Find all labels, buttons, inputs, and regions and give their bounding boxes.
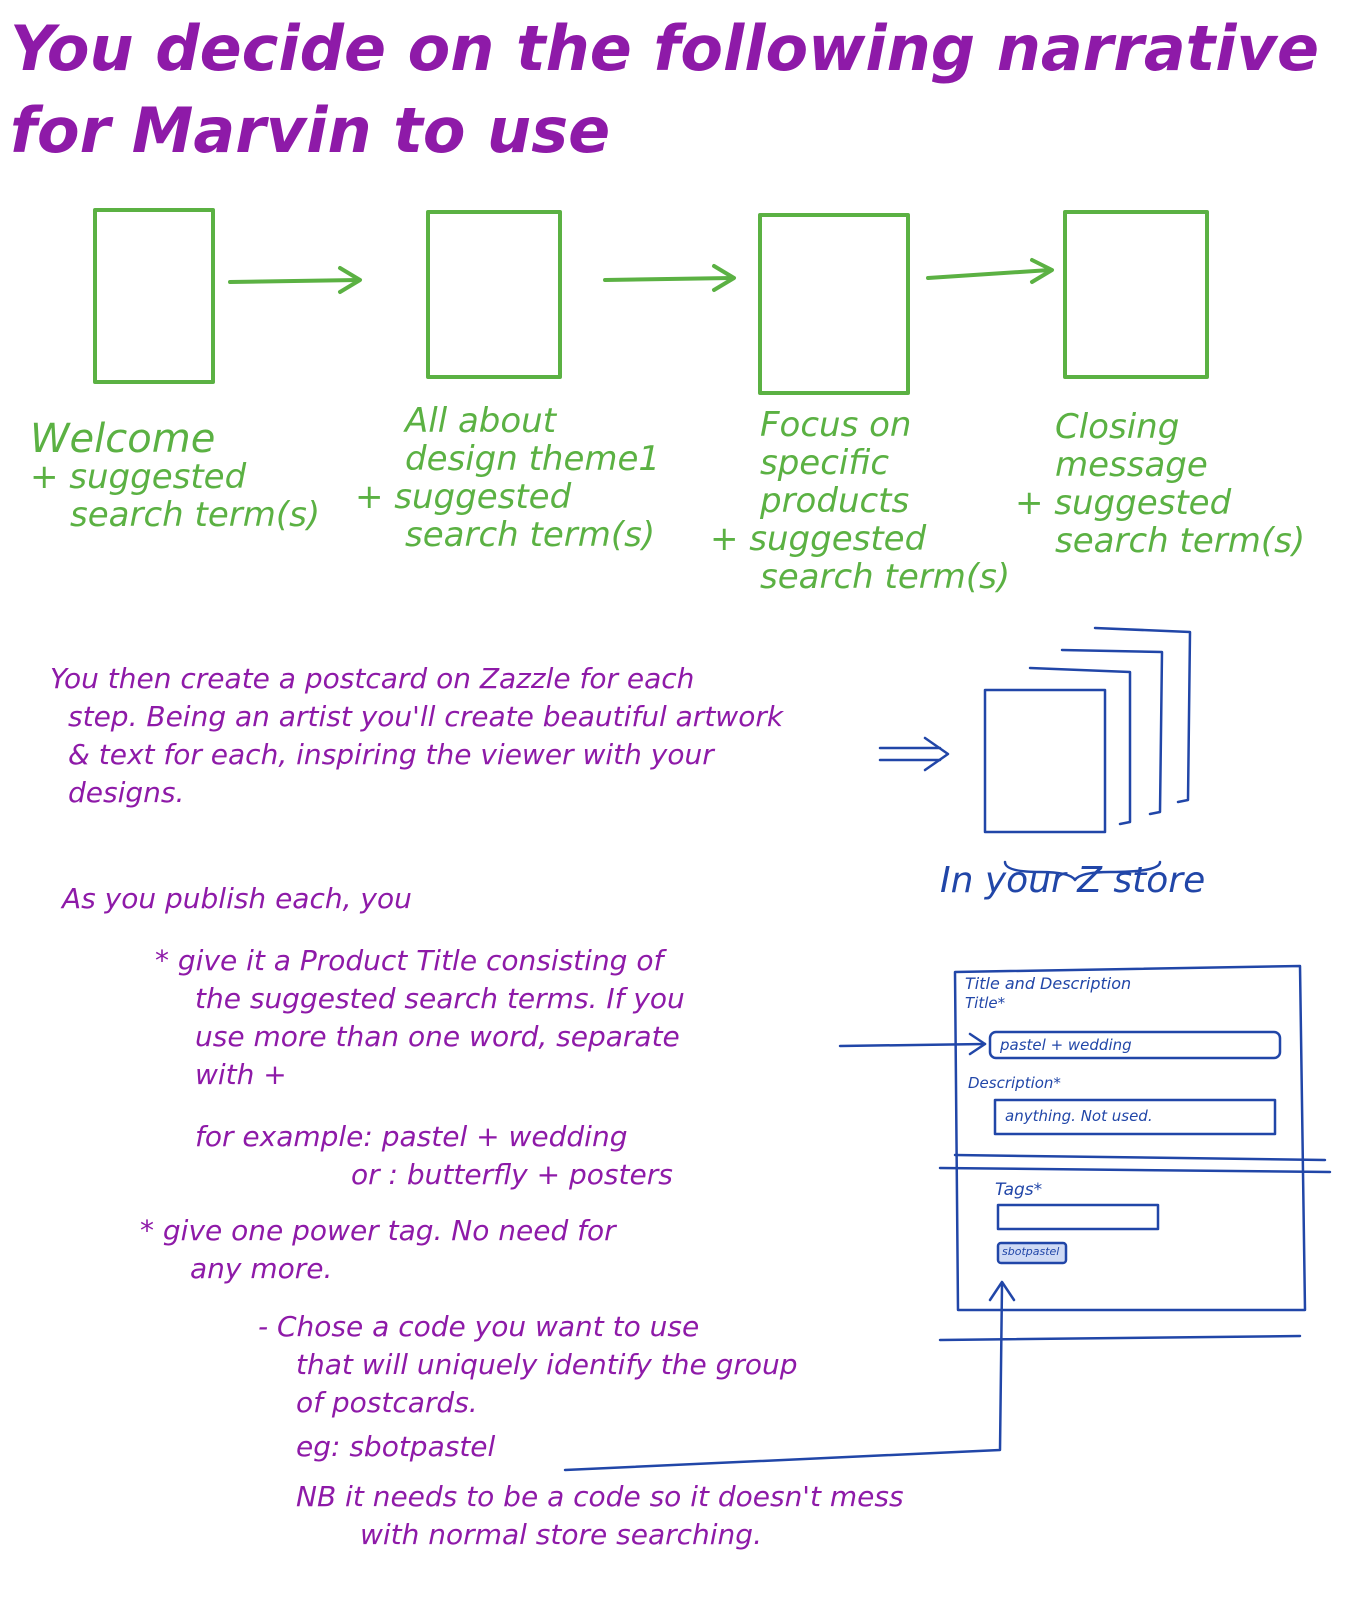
postcard-stack-icon — [983, 626, 1192, 834]
step-1-suffix-2: search term(s) — [70, 495, 321, 535]
bullet1-line: * give it a Product Title consisting of — [155, 944, 664, 977]
example-line: or : butterfly + posters — [351, 1158, 673, 1191]
arrow-3 — [926, 258, 1054, 284]
intro-line: & text for each, inspiring the viewer wi… — [68, 738, 714, 771]
bullet-power-tag: * give one power tag. No need for any mo… — [140, 1212, 616, 1288]
step-2-title-1: All about — [405, 401, 557, 441]
arrow-1 — [228, 266, 362, 294]
nb-note: NB it needs to be a code so it doesn't m… — [296, 1478, 904, 1554]
double-arrow-icon — [878, 736, 950, 772]
step-4-suffix-2: search term(s) — [1055, 521, 1306, 561]
bullet2-line: * give one power tag. No need for — [140, 1214, 616, 1247]
step-box-1 — [93, 208, 215, 384]
form-description-field[interactable]: anything. Not used. — [1005, 1107, 1153, 1125]
bullet2-line: any more. — [190, 1252, 333, 1285]
form-tag-chip[interactable]: sbotpastel — [1002, 1245, 1060, 1258]
dash-line: of postcards. — [296, 1386, 478, 1419]
intro-line: step. Being an artist you'll create beau… — [68, 700, 784, 733]
title-line-2: for Marvin to use — [10, 94, 611, 167]
bullet1-line: use more than one word, separate — [195, 1020, 680, 1053]
step-3-title-1: Focus on — [760, 405, 912, 445]
step-label-products: Focus on specific products + suggested s… — [710, 405, 1011, 597]
connector-tag — [563, 1280, 1016, 1472]
arrow-2 — [603, 264, 736, 292]
page-title: You decide on the following narrative fo… — [10, 8, 1319, 172]
example-code: eg: sbotpastel — [296, 1430, 496, 1463]
bullet-product-title: * give it a Product Title consisting of … — [155, 942, 685, 1094]
step-1-suffix-1: + suggested — [30, 457, 247, 497]
step-3-suffix-2: search term(s) — [760, 557, 1011, 597]
step-box-4 — [1063, 210, 1209, 379]
step-box-3 — [758, 213, 910, 395]
step-box-2 — [426, 210, 562, 379]
example-line: for example: pastel + wedding — [195, 1120, 628, 1153]
step-2-title-2: design theme1 — [405, 439, 661, 479]
step-4-title-2: message — [1055, 445, 1208, 485]
step-3-title-3: products — [760, 481, 910, 521]
publish-heading: As you publish each, you — [62, 882, 412, 915]
intro-paragraph: You then create a postcard on Zazzle for… — [50, 660, 783, 812]
form-description-label: Description* — [968, 1074, 1061, 1092]
step-4-title-1: Closing — [1055, 407, 1180, 447]
intro-line: designs. — [68, 776, 185, 809]
step-4-suffix-1: + suggested — [1015, 483, 1232, 523]
title-line-1: You decide on the following narrative — [10, 12, 1320, 85]
form-sketch — [938, 964, 1332, 1342]
step-label-welcome: Welcome + suggested search term(s) — [30, 416, 321, 535]
form-title-field[interactable]: pastel + wedding — [1000, 1036, 1132, 1054]
nb-line: with normal store searching. — [360, 1518, 762, 1551]
examples: for example: pastel + wedding or : butte… — [195, 1118, 673, 1194]
step-3-title-2: specific — [760, 443, 890, 483]
brace-icon — [1003, 860, 1162, 882]
step-label-closing: Closing message + suggested search term(… — [1015, 407, 1306, 561]
step-2-suffix-1: + suggested — [355, 477, 572, 517]
store-label: In your Z store — [940, 860, 1206, 901]
step-label-design-theme: All about design theme1 + suggested sear… — [355, 401, 661, 555]
dash-line: - Chose a code you want to use — [258, 1310, 700, 1343]
dash-code-instructions: - Chose a code you want to use that will… — [258, 1308, 798, 1422]
bullet1-line: with + — [195, 1058, 287, 1091]
step-2-suffix-2: search term(s) — [405, 515, 656, 555]
step-1-title: Welcome — [30, 416, 216, 462]
form-tags-label: Tags* — [995, 1180, 1043, 1200]
step-3-suffix-1: + suggested — [710, 519, 927, 559]
dash-line: that will uniquely identify the group — [296, 1348, 798, 1381]
form-section-heading: Title and Description — [965, 974, 1132, 993]
form-title-label: Title* — [965, 994, 1006, 1012]
connector-title — [838, 1032, 987, 1056]
intro-line: You then create a postcard on Zazzle for… — [50, 662, 695, 695]
bullet1-line: the suggested search terms. If you — [195, 982, 685, 1015]
nb-line: NB it needs to be a code so it doesn't m… — [296, 1480, 904, 1513]
